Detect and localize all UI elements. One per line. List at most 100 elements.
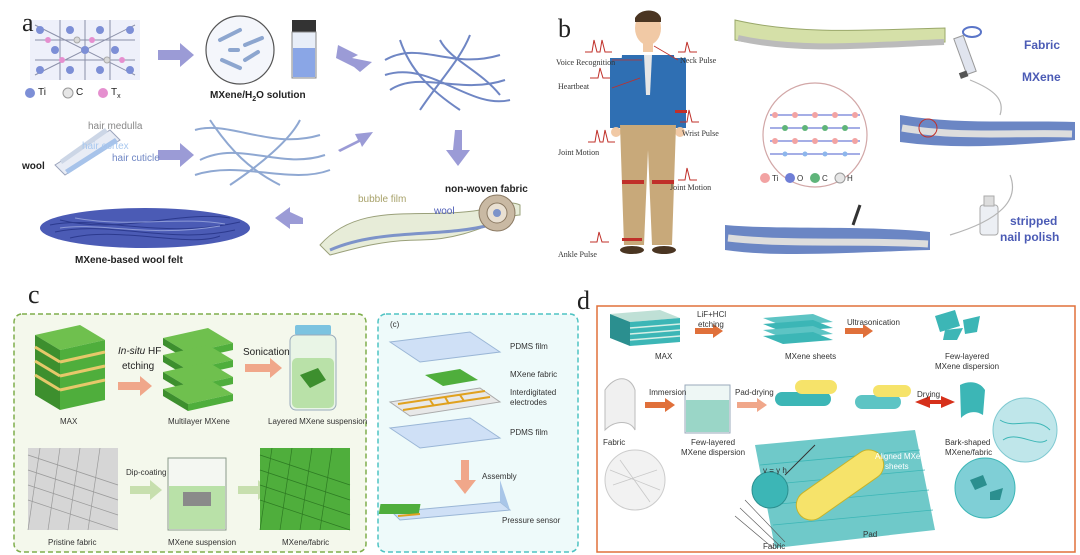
few-layered-flakes (935, 310, 980, 340)
immersion-arrow (645, 398, 675, 412)
wool-layer-label: wool (434, 206, 455, 217)
bubble-film-roll (319, 194, 521, 256)
bark-micrograph-texture (999, 419, 1051, 443)
pristine-fabric (27, 447, 119, 531)
dip-arrow (130, 480, 162, 500)
hair-cuticle-label: hair cuticle (112, 153, 160, 164)
panel-c: c (0, 280, 585, 555)
fabric-strands (734, 499, 786, 549)
fabric-label-d: Fabric (603, 438, 626, 447)
aligned-label: Aligned MXene (875, 452, 930, 461)
mxene-fabric-layer-label: MXene fabric (510, 370, 558, 379)
velocity-arrow (784, 444, 816, 476)
legend-tx-label: Tx (111, 87, 121, 100)
panel-d-graphics (596, 305, 1076, 553)
assembly-label: Assembly (482, 472, 517, 481)
max-label-c: MAX (60, 417, 78, 426)
hair-cortex-label: hair cortex (82, 141, 129, 152)
suspension-label: MXene suspension (168, 538, 237, 547)
etching-arrow (118, 376, 152, 396)
beaker (167, 457, 227, 531)
mxene-flakes (218, 28, 264, 70)
solution-vial (291, 20, 317, 79)
pdms-bottom-layer (388, 417, 502, 449)
human-figure (610, 10, 687, 254)
max-block-d (610, 310, 681, 346)
layered-suspension-label: Layered MXene suspension (268, 417, 368, 426)
panel-d: d (577, 280, 1080, 555)
mxene-molecule (770, 112, 860, 157)
max-label-d: MAX (655, 352, 673, 361)
etching-label-d: etching (698, 320, 724, 329)
stripped-label-2: nail polish (1000, 230, 1060, 244)
few-layered-label-1: Few-layered (945, 352, 990, 361)
panel-d-letter: d (577, 286, 590, 315)
joint-left-label: Joint Motion (558, 148, 600, 157)
ankle-sensor (622, 238, 642, 241)
flow-arrows (949, 79, 1014, 236)
fabric-label: Fabric (1024, 38, 1061, 52)
legend-tx-dot (98, 88, 108, 98)
wool-felt (40, 208, 250, 248)
assembly-arrow (454, 460, 476, 494)
mxene-sheets-label: MXene sheets (785, 352, 837, 361)
etching-arrow-d (695, 324, 723, 338)
legend-ti-dot (25, 88, 35, 98)
bubble-film-label: bubble film (358, 194, 407, 205)
pulse-signals (585, 39, 699, 243)
drying-label: Drying (917, 390, 941, 399)
legend-ti-dot-b (760, 173, 770, 183)
few-layered-label-2: MXene dispersion (935, 362, 1000, 371)
panel-c-graphics (13, 313, 579, 553)
neck-label: Neck Pulse (680, 56, 717, 65)
wool-network (194, 119, 331, 186)
bark-micrograph-top (992, 397, 1058, 463)
panel-b-letter: b (558, 14, 571, 43)
panel-a-letter: a (22, 8, 34, 37)
velocity-label: v = γ h (763, 466, 787, 475)
stripped-label-1: stripped (1010, 214, 1058, 228)
bark-micrograph-bottom (954, 457, 1016, 519)
mxene-label: MXene (1022, 70, 1061, 84)
knee-sensor-right (652, 180, 674, 184)
legend-c-dot (62, 87, 74, 99)
ultrasonication-arrow (845, 324, 873, 338)
multilayer-mxene (163, 328, 233, 411)
legend-c-label-b: C (822, 174, 828, 183)
wool-fiber (54, 128, 121, 176)
hair-medulla-label: hair medulla (88, 121, 143, 132)
pointer-lines (611, 45, 679, 89)
pad-drying-label: Pad-drying (735, 388, 774, 397)
pressure-sensor-label: Pressure sensor (502, 516, 561, 525)
bark-micrograph-flakes (970, 475, 1003, 500)
pristine-label: Pristine fabric (48, 538, 97, 547)
immersion-label: Immersion (649, 388, 687, 397)
dip-coating-label: Dip-coating (126, 468, 167, 477)
fabric-roll (604, 378, 636, 432)
mxene-fabric-label: MXene/fabric (282, 538, 330, 547)
legend-o-label: O (797, 174, 804, 183)
heartbeat-label: Heartbeat (558, 82, 590, 91)
max-block (34, 325, 106, 410)
mxene-fabric-layer (425, 369, 478, 386)
panel-b-graphics (585, 10, 1075, 255)
non-woven-label: non-woven fabric (445, 184, 528, 195)
legend-c-label: C (76, 87, 84, 98)
joint-right-label: Joint Motion (670, 183, 712, 192)
felt-label: MXene-based wool felt (75, 255, 183, 266)
pdms-top-layer (388, 331, 502, 363)
aligned-label-2: sheets (885, 462, 909, 471)
pdms-bottom-label: PDMS film (510, 428, 548, 437)
sonication-label: Sonication (243, 347, 290, 358)
fabric-layer-middle (900, 115, 1075, 147)
solution-label: MXene/H2O solution (210, 90, 306, 103)
nail-polish-bottle (979, 195, 999, 236)
legend-h-label: H (847, 174, 853, 183)
pad-label: Pad (863, 530, 878, 539)
panel-a-graphics (25, 15, 521, 256)
fabric-layer-top (734, 19, 946, 50)
legend-ti-label-b: Ti (772, 174, 779, 183)
electrode-layer (388, 387, 502, 417)
sonication-arrow (245, 358, 282, 378)
drying-arrow (915, 396, 955, 408)
